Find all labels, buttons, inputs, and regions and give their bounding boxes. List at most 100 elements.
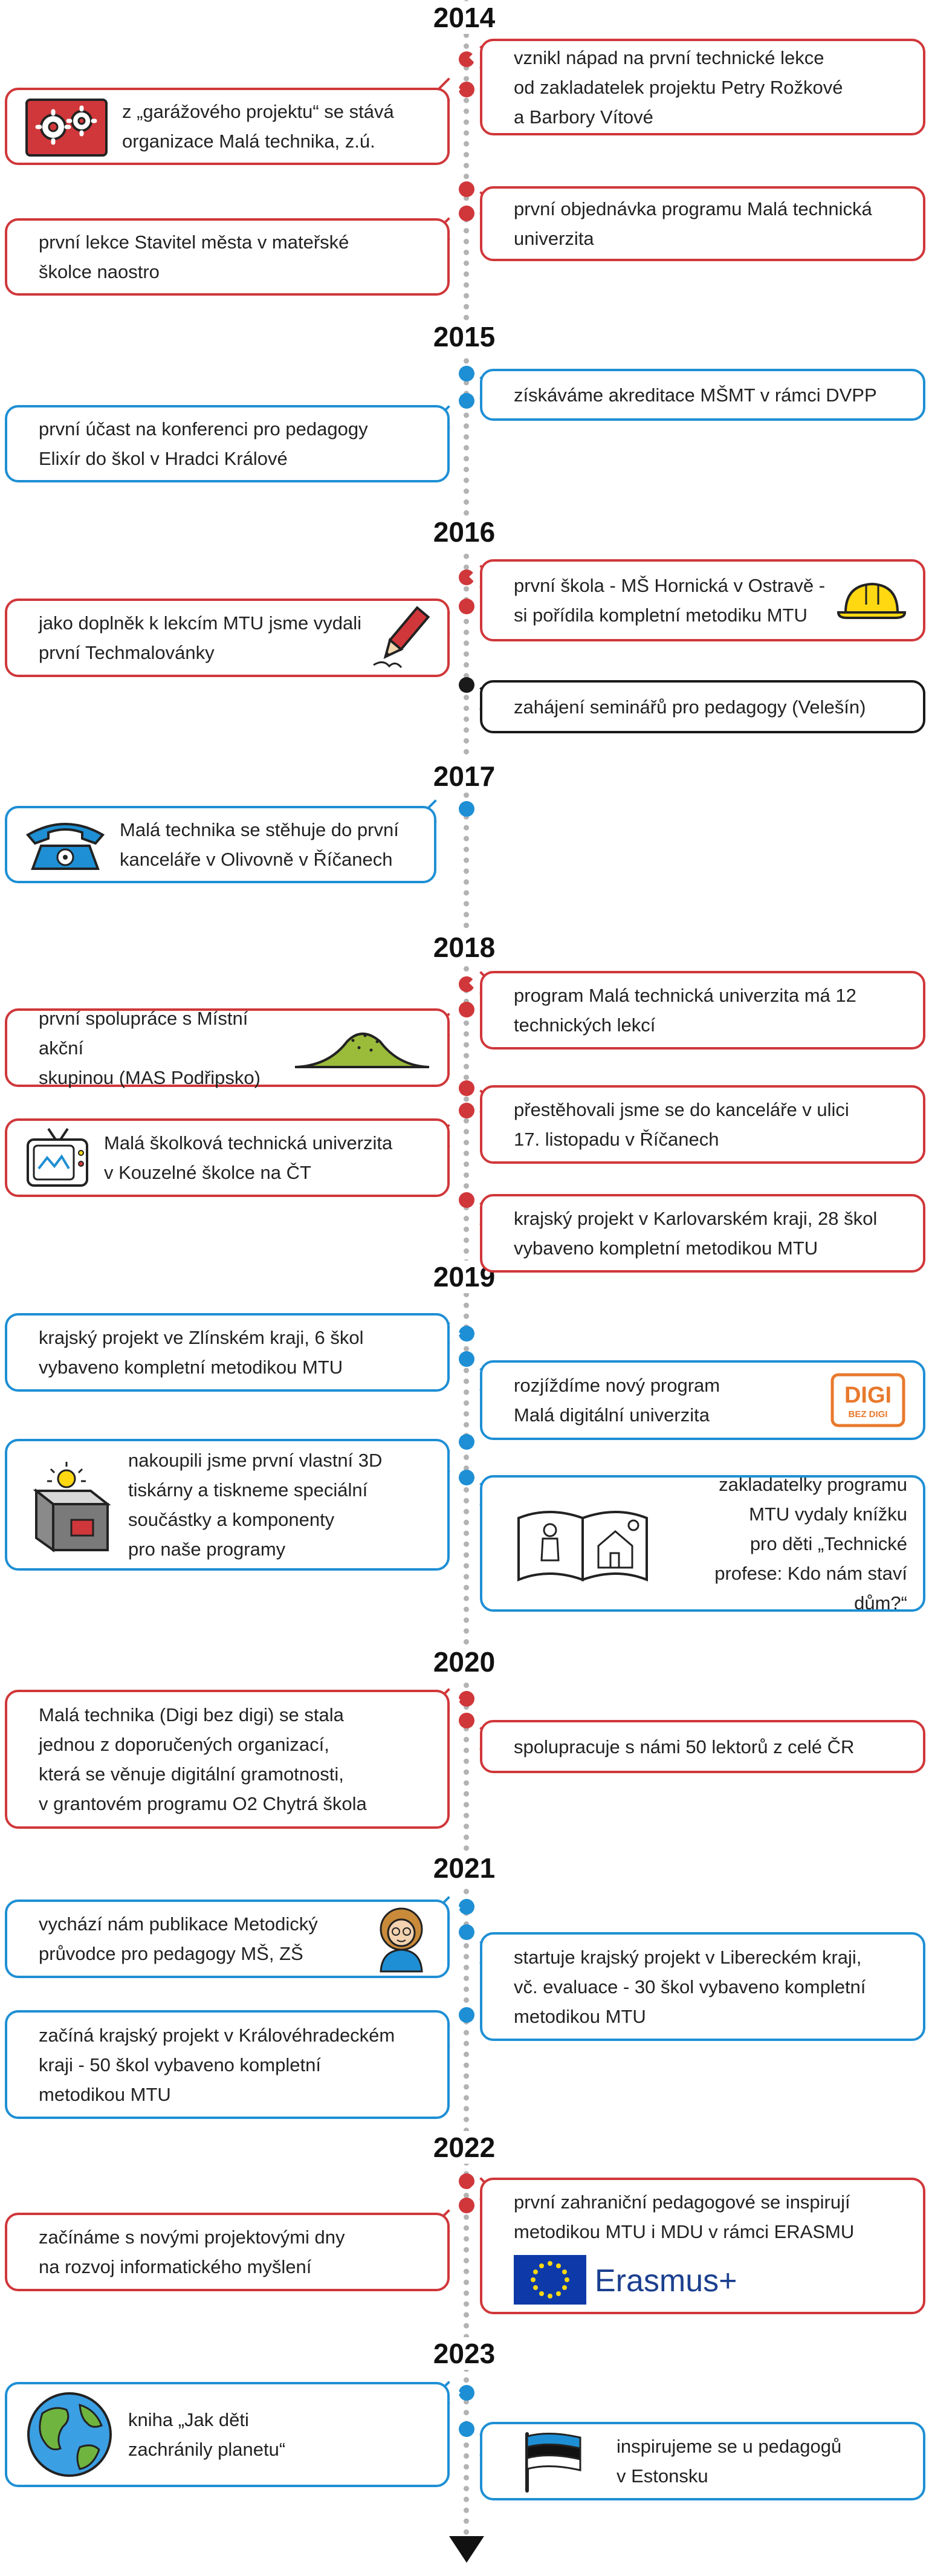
event-text: krajský projekt ve Zlínském kraji, 6 ško… <box>39 1327 364 1378</box>
timeline-dot <box>459 1713 474 1728</box>
event-card: krajský projekt v Karlovarském kraji, 28… <box>480 1194 925 1273</box>
event-card: první spolupráce s Místní akční skupinou… <box>5 1008 450 1088</box>
gears-icon <box>24 94 109 159</box>
event-text: inspirujeme se u pedagogů v Estonsku <box>617 2436 842 2487</box>
event-text: jako doplněk k lekcím MTU jsme vydali pr… <box>39 612 362 663</box>
event-card: získáváme akreditace MŠMT v rámci DVPP <box>480 369 925 421</box>
timeline-dot <box>459 1103 474 1118</box>
timeline-dot <box>459 393 474 409</box>
event-content: první zahraniční pedagogové se inspirují… <box>514 2187 854 2313</box>
event-card: Malá technika se stěhuje do první kancel… <box>5 806 436 883</box>
event-text: z „garážového projektu“ se stává organiz… <box>122 101 394 152</box>
timeline-dot <box>459 1899 474 1915</box>
event-card: krajský projekt ve Zlínském kraji, 6 ško… <box>5 1313 450 1392</box>
year-heading: 2016 <box>404 516 525 548</box>
svg-text:Erasmus+: Erasmus+ <box>595 2263 737 2299</box>
event-text: první škola - MŠ Hornická v Ostravě - si… <box>514 575 826 626</box>
event-text: první zahraniční pedagogové se inspirují… <box>514 2192 855 2242</box>
year-heading: 2020 <box>404 1646 525 1678</box>
event-card: Malá školková technická univerzita v Kou… <box>5 1118 450 1197</box>
event-text: zakladatelky programu MTU vydaly knížku … <box>714 1473 907 1614</box>
event-card: kniha „Jak děti zachránily planetu“ <box>5 2382 450 2487</box>
timeline-dot <box>459 1434 474 1450</box>
event-card: vznikl nápad na první technické lekce od… <box>480 39 925 135</box>
estonian-flag-icon <box>519 2428 585 2494</box>
event-card: program Malá technická univerzita má 12 … <box>480 971 925 1050</box>
event-card: spolupracuje s námi 50 lektorů z celé ČR <box>480 1720 925 1773</box>
timeline-dot <box>459 1470 474 1485</box>
event-card: inspirujeme se u pedagogů v Estonsku <box>480 2422 925 2500</box>
event-text: získáváme akreditace MŠMT v rámci DVPP <box>514 384 877 406</box>
year-heading: 2021 <box>404 1852 525 1884</box>
event-text: přestěhovali jsme se do kanceláře v ulic… <box>514 1099 849 1150</box>
hill-icon <box>293 1024 432 1072</box>
event-text: program Malá technická univerzita má 12 … <box>514 985 856 1036</box>
svg-text:BEZ DIGI: BEZ DIGI <box>848 1409 887 1419</box>
event-text: startuje krajský projekt v Libereckém kr… <box>514 1946 866 2027</box>
book-icon <box>513 1502 653 1585</box>
svg-text:DIGI: DIGI <box>844 1383 892 1408</box>
year-heading: 2014 <box>404 1 525 34</box>
event-card: zahájení seminářů pro pedagogy (Velešín) <box>480 680 925 733</box>
event-text: vznikl nápad na první technické lekce od… <box>514 47 843 128</box>
event-card: nakoupili jsme první vlastní 3D tiskárny… <box>5 1439 450 1571</box>
year-heading: 2022 <box>404 2131 525 2164</box>
event-card: rozjíždíme nový program Malá digitální u… <box>480 1360 925 1440</box>
timeline-dot <box>459 801 474 817</box>
hard-hat-icon <box>835 579 907 621</box>
timeline-end-arrow-icon <box>449 2536 484 2563</box>
3d-printer-icon <box>24 1453 115 1556</box>
year-heading: 2017 <box>404 760 525 793</box>
timeline-dot <box>459 1002 474 1017</box>
event-card: první objednávka programu Malá technická… <box>480 186 925 261</box>
event-text: nakoupili jsme první vlastní 3D tiskárny… <box>128 1450 383 1560</box>
timeline-dot <box>459 1691 474 1707</box>
event-text: první spolupráce s Místní akční skupinou… <box>39 1007 261 1088</box>
teacher-avatar-icon <box>371 1905 432 1973</box>
event-text: začínáme s novými projektovými dny na ro… <box>39 2227 345 2277</box>
timeline-dot <box>459 677 474 693</box>
event-text: první objednávka programu Malá technická… <box>514 198 872 249</box>
event-card: první lekce Stavitel města v mateřské šk… <box>5 218 450 296</box>
timeline-dot <box>459 2385 474 2401</box>
event-text: Malá školková technická univerzita v Kou… <box>104 1132 393 1183</box>
event-card: první účast na konferenci pro pedagogy E… <box>5 405 450 482</box>
timeline-dot <box>459 599 474 614</box>
timeline-dot <box>459 2007 474 2023</box>
event-text: kniha „Jak děti zachránily planetu“ <box>128 2409 286 2460</box>
event-card: začíná krajský projekt v Královéhradecké… <box>5 2010 450 2119</box>
telephone-icon <box>24 817 106 872</box>
timeline-dot <box>459 1080 474 1096</box>
event-card: první zahraniční pedagogové se inspirují… <box>480 2178 925 2314</box>
event-card: první škola - MŠ Hornická v Ostravě - si… <box>480 559 925 641</box>
event-card: z „garážového projektu“ se stává organiz… <box>5 88 450 165</box>
event-text: Malá technika (Digi bez digi) se stala j… <box>39 1704 367 1814</box>
event-text: vychází nám publikace Metodický průvodce… <box>39 1913 318 1964</box>
timeline-dot <box>459 366 474 381</box>
timeline-dot <box>459 82 474 97</box>
event-card: zakladatelky programu MTU vydaly knížku … <box>480 1474 925 1614</box>
timeline-dot <box>459 1192 474 1208</box>
year-heading: 2023 <box>404 2337 525 2370</box>
event-card: Malá technika (Digi bez digi) se stala j… <box>5 1690 450 1829</box>
timeline-dot <box>459 181 474 197</box>
event-card: začínáme s novými projektovými dny na ro… <box>5 2213 450 2291</box>
timeline-dot <box>459 2198 474 2213</box>
timeline-dot <box>459 2421 474 2437</box>
event-card: vychází nám publikace Metodický průvodce… <box>5 1900 450 1978</box>
year-heading: 2018 <box>404 931 525 964</box>
timeline-dot <box>459 1326 474 1342</box>
event-text: spolupracuje s námi 50 lektorů z celé ČR <box>514 1736 855 1757</box>
timeline-dot <box>459 206 474 221</box>
event-card: startuje krajský projekt v Libereckém kr… <box>480 1932 925 2041</box>
event-text: první účast na konferenci pro pedagogy E… <box>39 418 368 469</box>
year-heading: 2015 <box>404 320 525 353</box>
event-card: jako doplněk k lekcím MTU jsme vydali pr… <box>5 599 450 677</box>
event-text: začíná krajský projekt v Královéhradecké… <box>39 2024 395 2105</box>
erasmus-logo-icon: Erasmus+ <box>514 2255 854 2313</box>
event-text: zahájení seminářů pro pedagogy (Velešín) <box>514 696 866 718</box>
timeline-dot <box>459 1351 474 1367</box>
event-card: přestěhovali jsme se do kanceláře v ulic… <box>480 1085 925 1164</box>
globe-icon <box>24 2389 115 2480</box>
